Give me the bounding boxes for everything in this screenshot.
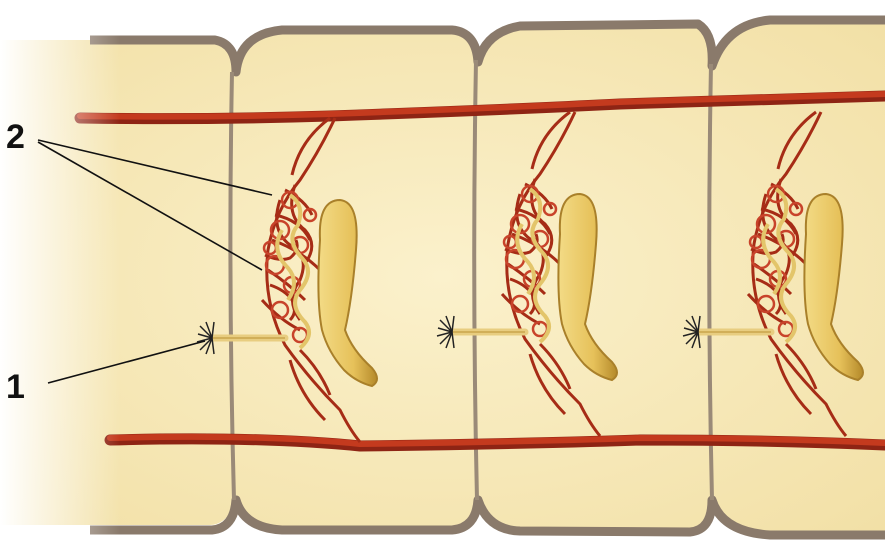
label-1: 1 (6, 368, 25, 406)
left-fade (0, 0, 120, 549)
label-2: 2 (6, 118, 25, 156)
